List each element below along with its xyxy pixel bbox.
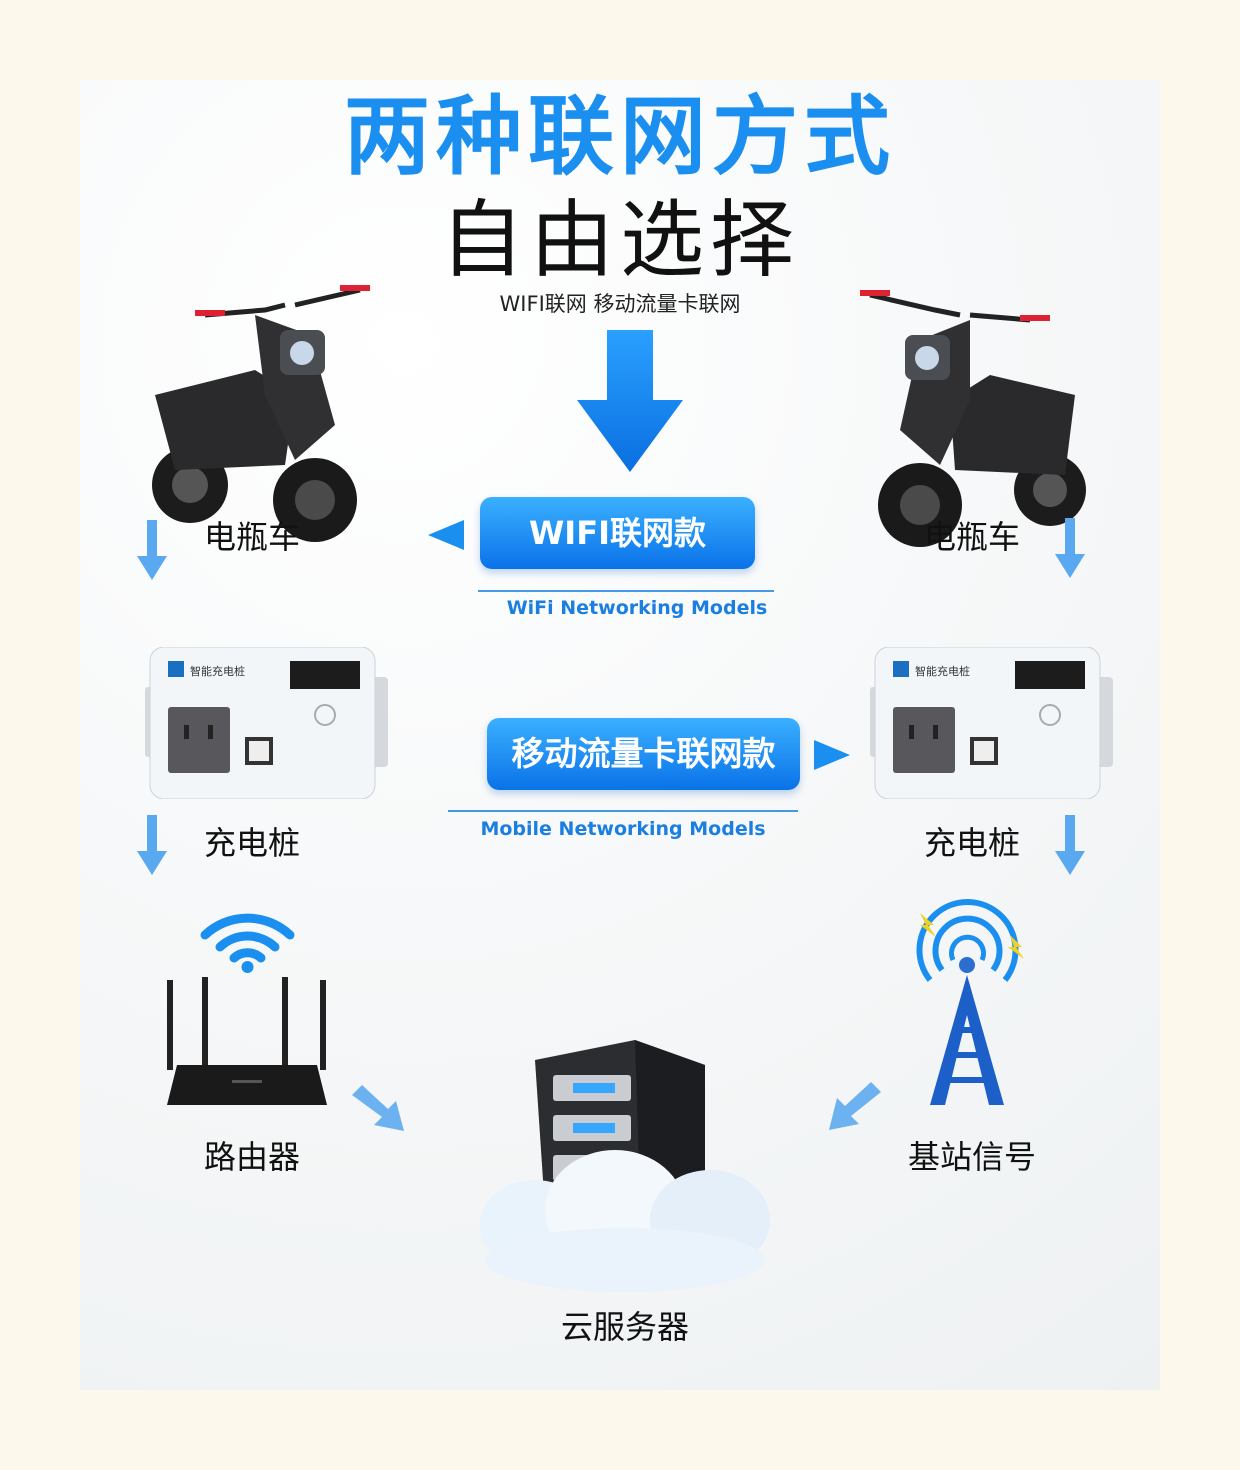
mobile-pointer-right-icon bbox=[814, 740, 850, 770]
charger-left-image: 智能充电桩 bbox=[140, 647, 390, 799]
cloud-server-image bbox=[480, 1040, 770, 1292]
charger-right-brand: 智能充电桩 bbox=[915, 665, 970, 678]
charger-right-image: 智能充电桩 bbox=[865, 647, 1115, 799]
router-image bbox=[167, 977, 327, 1105]
wifi-signal-icon bbox=[200, 913, 295, 973]
router-label: 路由器 bbox=[203, 1138, 300, 1176]
tagline: WIFI联网 移动流量卡联网 bbox=[499, 292, 741, 316]
right-vehicle-label: 电瓶车 bbox=[923, 518, 1020, 556]
left-vehicle-label: 电瓶车 bbox=[203, 518, 300, 556]
right-down-arrow-icon-2 bbox=[1055, 815, 1085, 875]
left-down-arrow-icon-2 bbox=[137, 815, 167, 875]
right-charger-label: 充电桩 bbox=[923, 824, 1020, 862]
wifi-model-badge: WIFI联网款 bbox=[480, 497, 755, 569]
tower-to-server-arrow-icon bbox=[829, 1082, 881, 1130]
router-to-server-arrow-icon bbox=[352, 1085, 404, 1131]
main-down-arrow-icon bbox=[577, 330, 683, 472]
left-charger-label: 充电桩 bbox=[203, 824, 300, 862]
base-station-label: 基站信号 bbox=[907, 1138, 1036, 1176]
page-subtitle: 自由选择 bbox=[439, 191, 800, 289]
wifi-divider bbox=[478, 590, 774, 592]
mobile-model-badge: 移动流量卡联网款 bbox=[487, 718, 800, 790]
scooter-left-image bbox=[152, 285, 370, 542]
mobile-model-note: Mobile Networking Models bbox=[480, 818, 766, 840]
charger-left-brand: 智能充电桩 bbox=[190, 665, 245, 678]
mobile-divider bbox=[448, 810, 798, 812]
cell-tower-image bbox=[916, 899, 1024, 1105]
scooter-right-image bbox=[860, 290, 1086, 547]
cloud-server-label: 云服务器 bbox=[560, 1308, 689, 1346]
page-title: 两种联网方式 bbox=[344, 87, 896, 187]
wifi-pointer-left-icon bbox=[428, 520, 464, 550]
left-down-arrow-icon-1 bbox=[137, 520, 167, 580]
right-down-arrow-icon-1 bbox=[1055, 518, 1085, 578]
wifi-model-note: WiFi Networking Models bbox=[506, 597, 768, 619]
